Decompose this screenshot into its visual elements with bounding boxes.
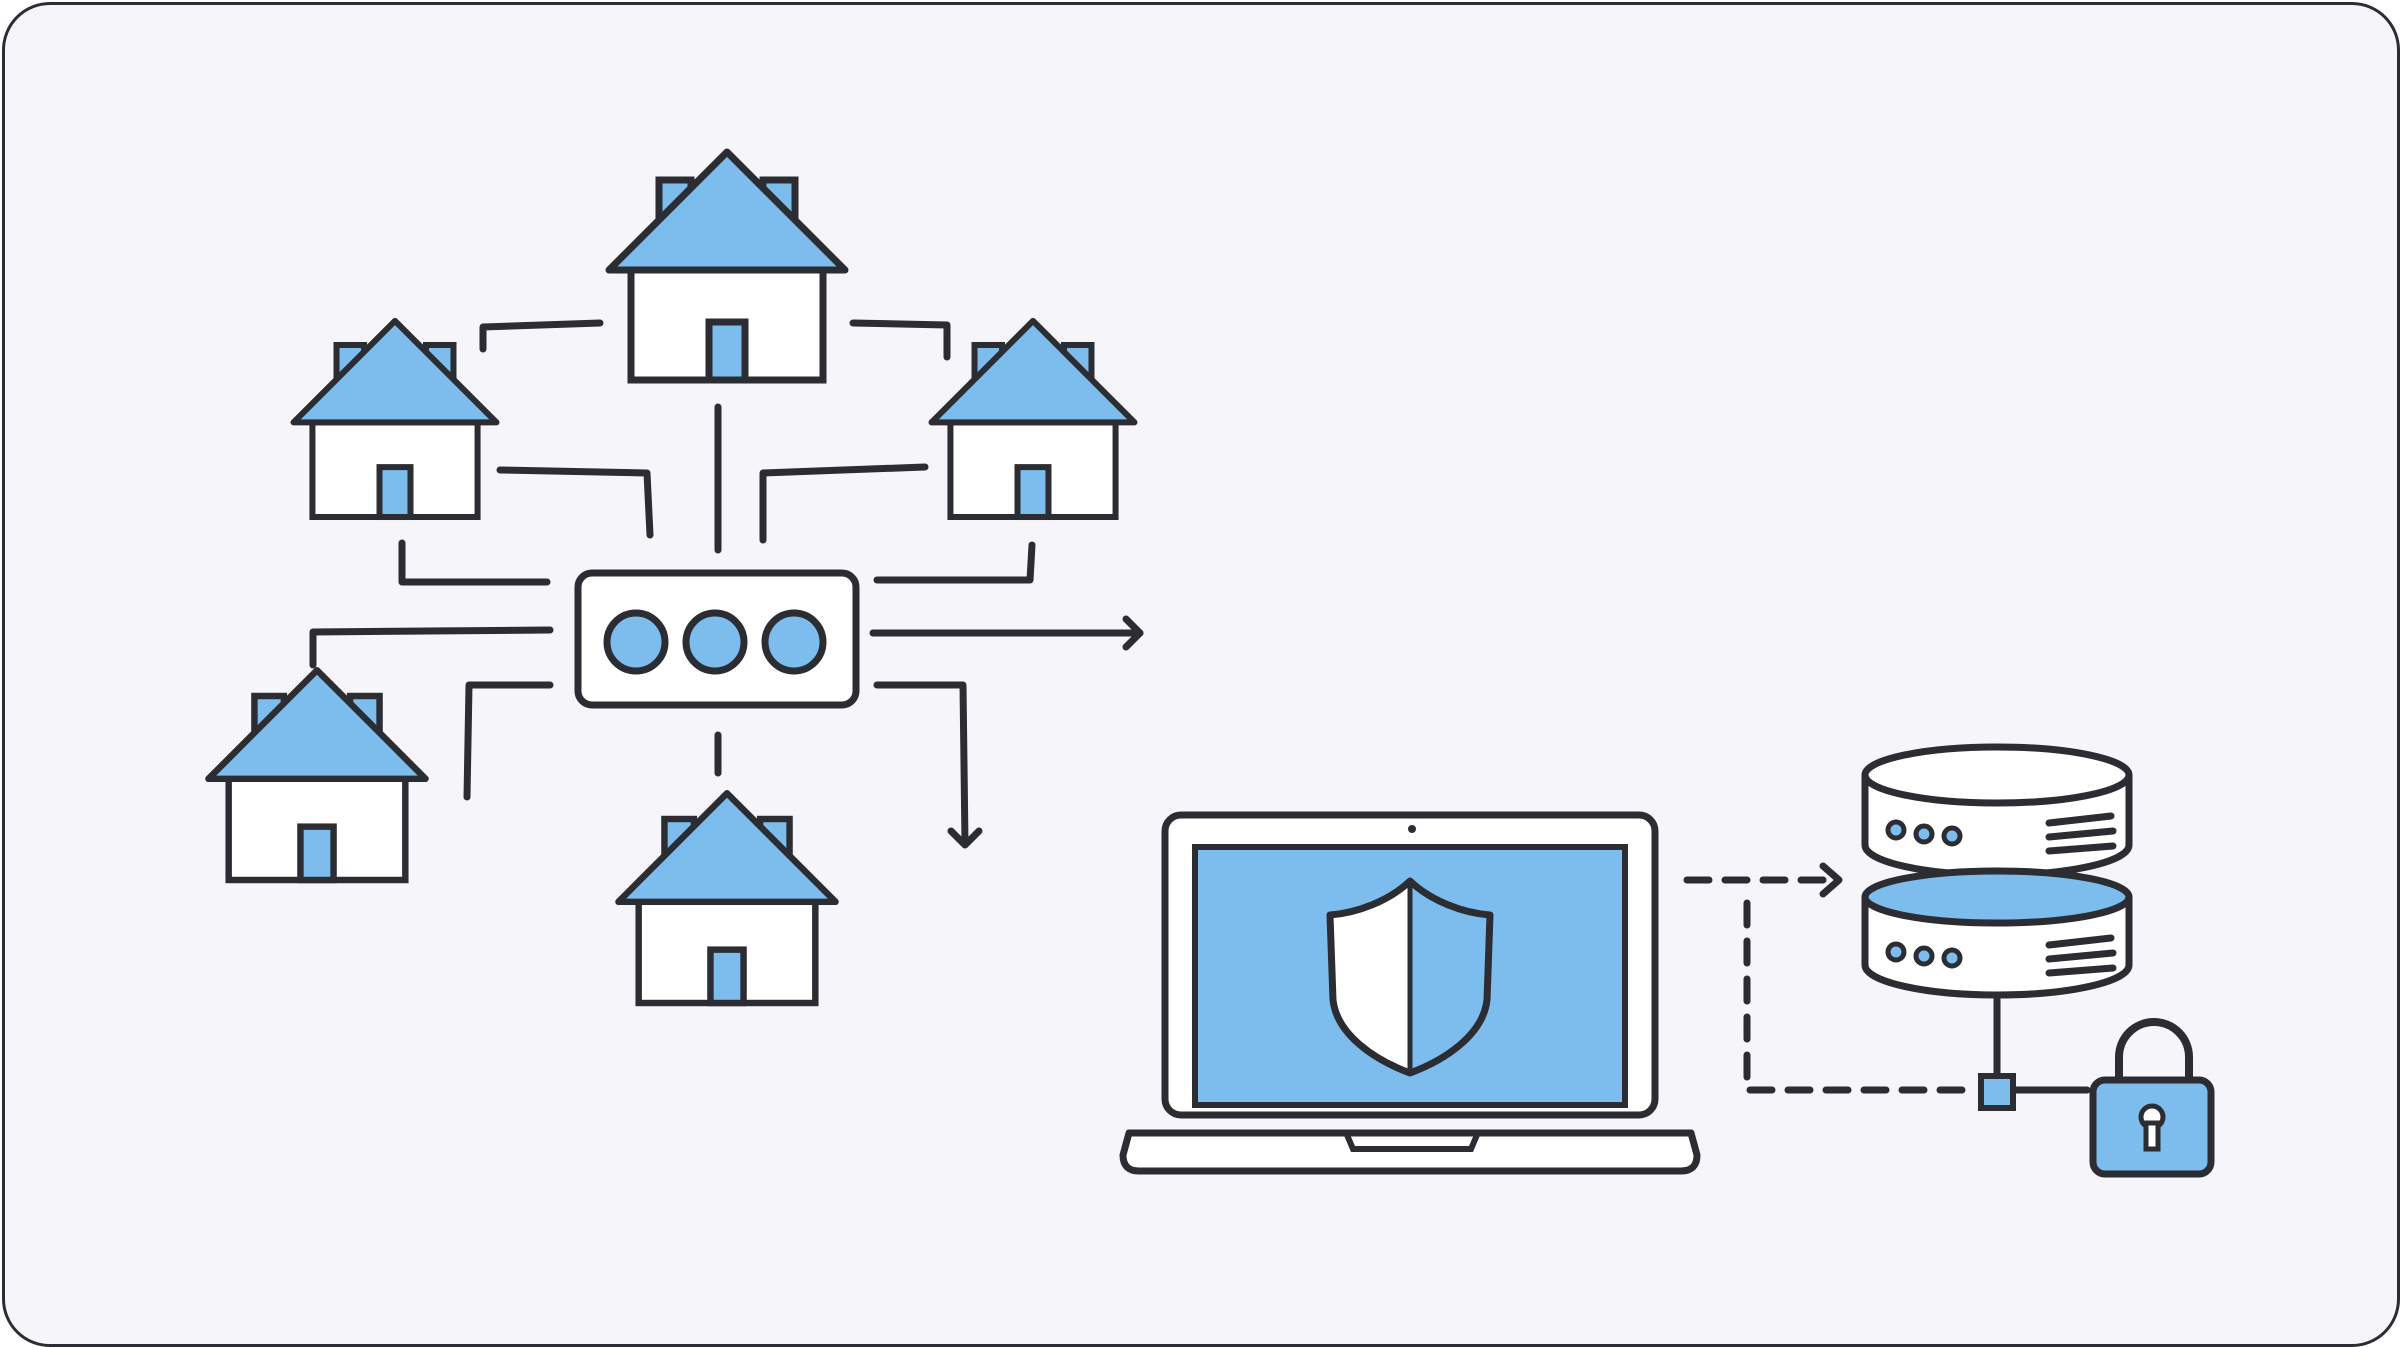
- shield-icon: [1326, 877, 1494, 1077]
- padlock-icon: [2089, 1018, 2215, 1178]
- laptop-icon: [1119, 811, 1701, 1175]
- house-icon: [294, 321, 497, 517]
- house-icon: [618, 793, 835, 1003]
- network-connectors: [309, 319, 1144, 849]
- house-icon: [609, 152, 845, 380]
- house-icon: [208, 670, 425, 880]
- router-icon: [574, 569, 860, 709]
- database-icon: [1861, 743, 2133, 1111]
- house-icon: [932, 321, 1135, 517]
- network-security-diagram: [5, 5, 2215, 1178]
